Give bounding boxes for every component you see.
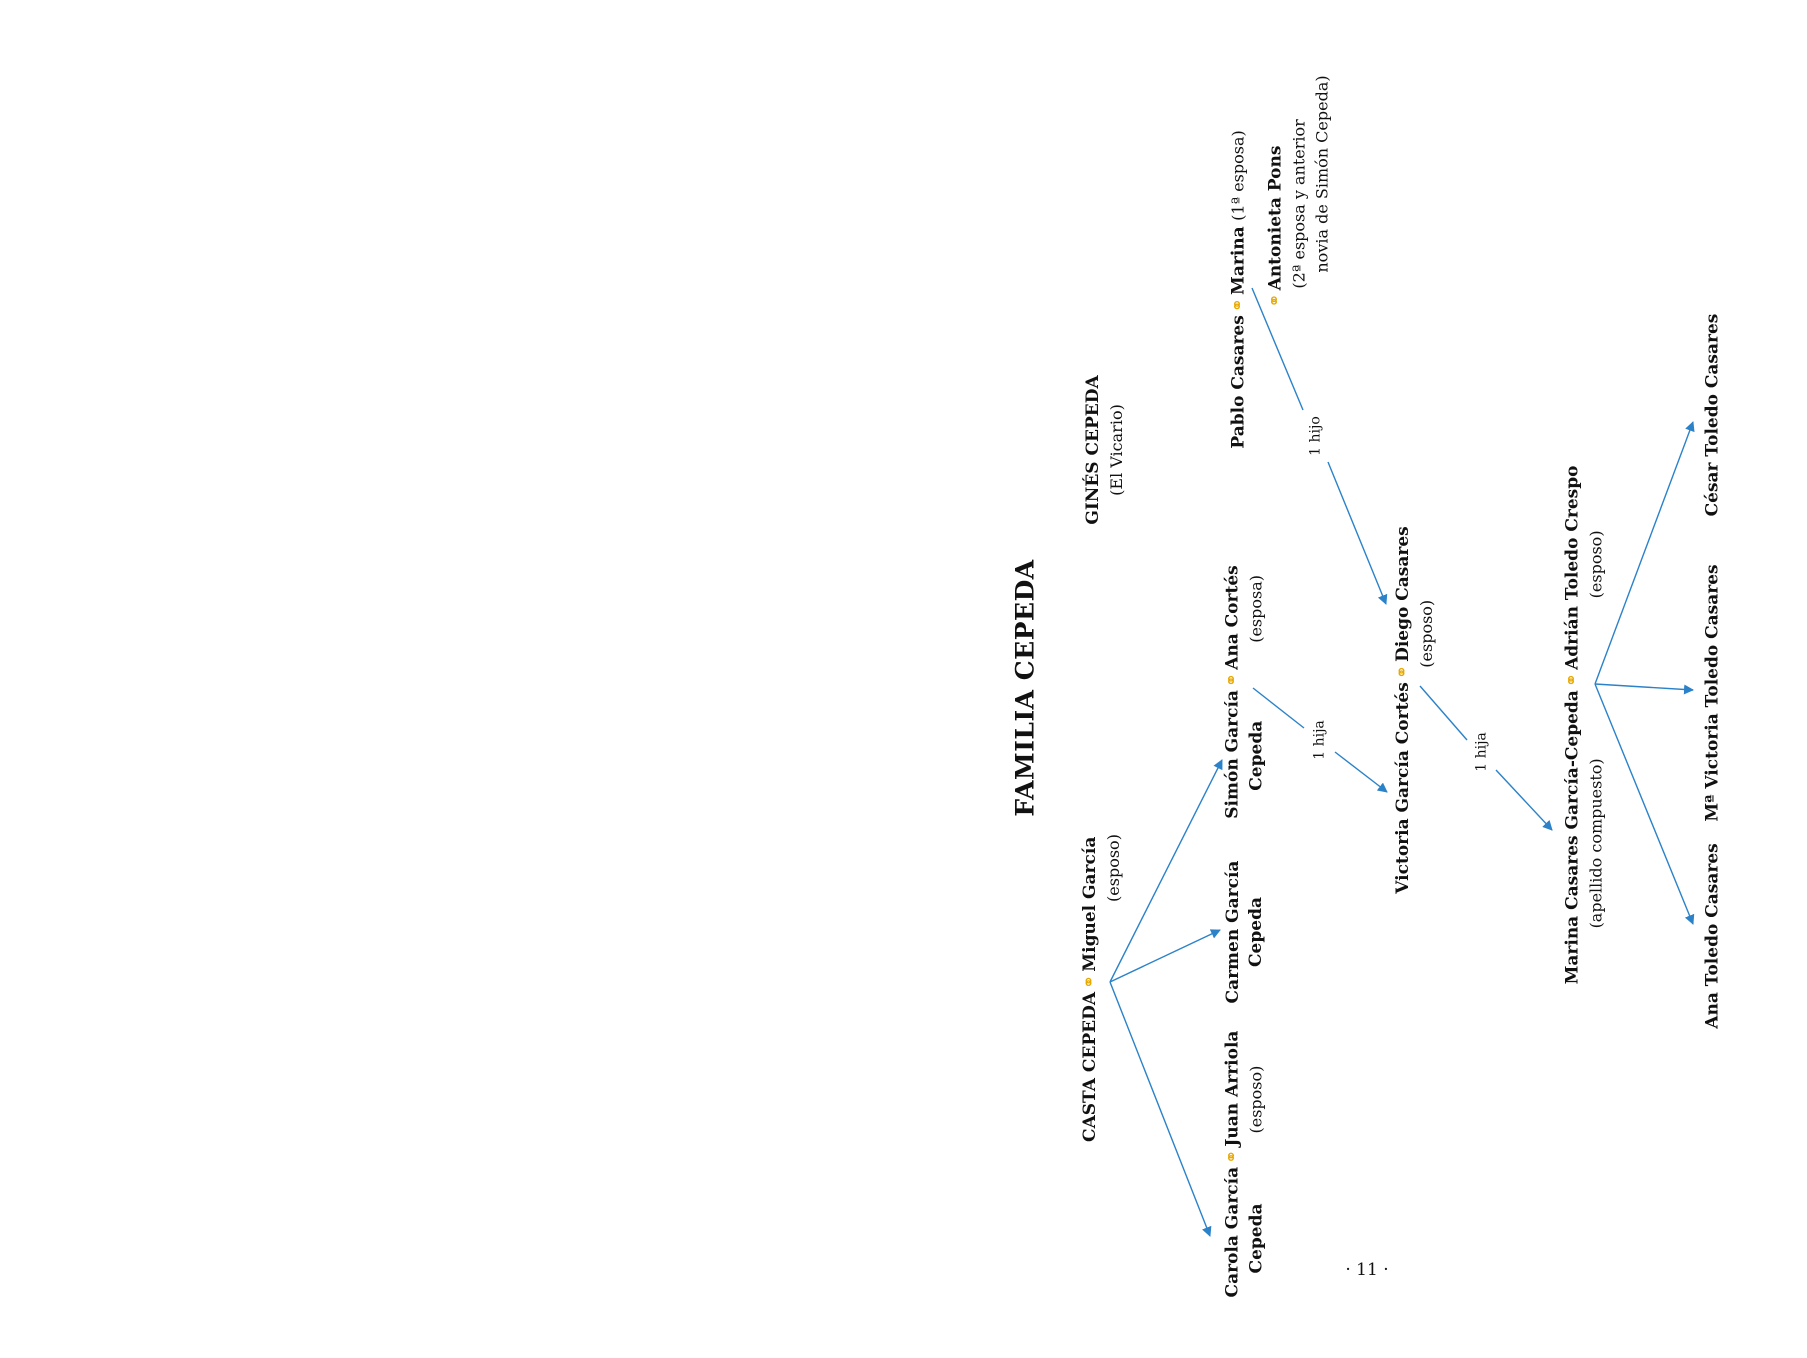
ana-cortes-name: Ana Cortés — [1222, 565, 1243, 670]
person-gines-cepeda: GINÉS CEPEDA (El Vicario) — [1082, 375, 1128, 524]
couple-victoria-diego: Victoria García Cortés ⚭ Diego Casares (es… — [1392, 526, 1438, 893]
adrian-name: Adrián Toledo Crespo — [1562, 465, 1583, 670]
marriage-rings-icon: ⚭ — [1562, 672, 1583, 688]
arrow-pablo-to-diego-b — [1327, 461, 1388, 605]
edge-label-simon-victoria: 1 hija — [1311, 720, 1328, 760]
marriage-rings-icon: ⚭ — [1222, 1149, 1243, 1164]
arrow-victoria-to-marina-a — [1419, 685, 1468, 741]
marriage-rings-icon: ⚭ — [1080, 974, 1100, 989]
victoria-name: Victoria García Cortés — [1393, 682, 1413, 894]
person-ma-victoria-toledo: Mª Victoria Toledo Casares — [1702, 564, 1723, 822]
page-title: FAMILIA CEPEDA — [1010, 559, 1040, 817]
marriage-rings-icon: ⚭ — [1265, 293, 1286, 308]
person-cesar-toledo: César Toledo Casares — [1702, 313, 1723, 517]
carmen-name-2: Cepeda — [1246, 897, 1266, 967]
marina-casares-note: (apellido compuesto) — [1586, 758, 1606, 929]
arrow-victoria-to-marina-b — [1495, 769, 1553, 831]
arrow-casta-to-carola — [1109, 981, 1212, 1237]
antonieta-note-1: (2ª esposa y anterior — [1289, 119, 1309, 289]
marriage-rings-icon: ⚭ — [1393, 664, 1413, 680]
adrian-note: (esposo) — [1586, 530, 1606, 599]
pablo-name: Pablo Casares — [1228, 315, 1249, 449]
carola-name-1: Carola García — [1222, 1166, 1243, 1298]
arrow-pablo-to-diego-a — [1251, 287, 1304, 411]
page-number: · 11 · — [1345, 1260, 1389, 1280]
simon-name-2: Cepeda — [1246, 720, 1267, 791]
person-carmen: Carmen García Cepeda — [1222, 861, 1268, 1004]
couple-pablo-marina-antonieta: Pablo Casares ⚭ Marina (1ª esposa) ⚭ Antoni… — [1227, 75, 1334, 448]
arrow-marina-to-cesar — [1594, 421, 1695, 685]
juan-name: Juan Arriola — [1222, 1030, 1243, 1147]
marriage-rings-icon: ⚭ — [1228, 297, 1249, 313]
juan-note: (esposo) — [1246, 1065, 1266, 1134]
marina-1-name: Marina — [1228, 226, 1249, 295]
person-ana-toledo: Ana Toledo Casares — [1702, 843, 1723, 1029]
diego-note: (esposo) — [1417, 599, 1436, 668]
casta-name: CASTA CEPEDA — [1080, 991, 1100, 1142]
antonieta-note-2: novia de Simón Cepeda) — [1312, 75, 1332, 273]
couple-simon-ana: Simón García ⚭ Ana Cortés Cepeda (esposa) — [1222, 565, 1269, 818]
arrow-marina-to-ana — [1594, 683, 1695, 925]
miguel-name: Miguel García — [1080, 836, 1100, 972]
antonieta-name: Antonieta Pons — [1265, 145, 1286, 291]
couple-carola-juan: Carola García ⚭ Juan Arriola Cepeda (esposo… — [1222, 1031, 1269, 1298]
couple-marina-adrian: Marina Casares García-Cepeda ⚭ Adrián Tole… — [1562, 466, 1609, 985]
gines-note: (El Vicario) — [1107, 404, 1126, 496]
couple-casta-miguel: CASTA CEPEDA ⚭ Miguel García (esposo) — [1079, 834, 1125, 1142]
carola-name-2: Cepeda — [1246, 1203, 1267, 1274]
arrow-simon-to-victoria-b — [1334, 751, 1388, 793]
gines-name: GINÉS CEPEDA — [1083, 375, 1103, 525]
marriage-rings-icon: ⚭ — [1222, 672, 1243, 688]
arrow-simon-to-victoria-a — [1252, 687, 1305, 729]
arrow-casta-to-simon — [1109, 759, 1223, 983]
arrow-casta-to-carmen — [1109, 929, 1221, 983]
ana-cortes-note: (esposa) — [1246, 574, 1266, 643]
edge-label-pablo-diego: 1 hijo — [1307, 416, 1324, 456]
edge-label-victoria-marina: 1 hija — [1473, 732, 1490, 772]
miguel-note: (esposo) — [1104, 834, 1123, 902]
simon-name-1: Simón García — [1222, 690, 1243, 819]
marina-casares-name: Marina Casares García-Cepeda — [1562, 690, 1583, 985]
diego-name: Diego Casares — [1393, 526, 1413, 662]
arrow-marina-to-mavictoria — [1594, 683, 1694, 695]
carmen-name-1: Carmen García — [1223, 860, 1243, 1004]
marina-1-note: (1ª esposa) — [1228, 130, 1248, 221]
